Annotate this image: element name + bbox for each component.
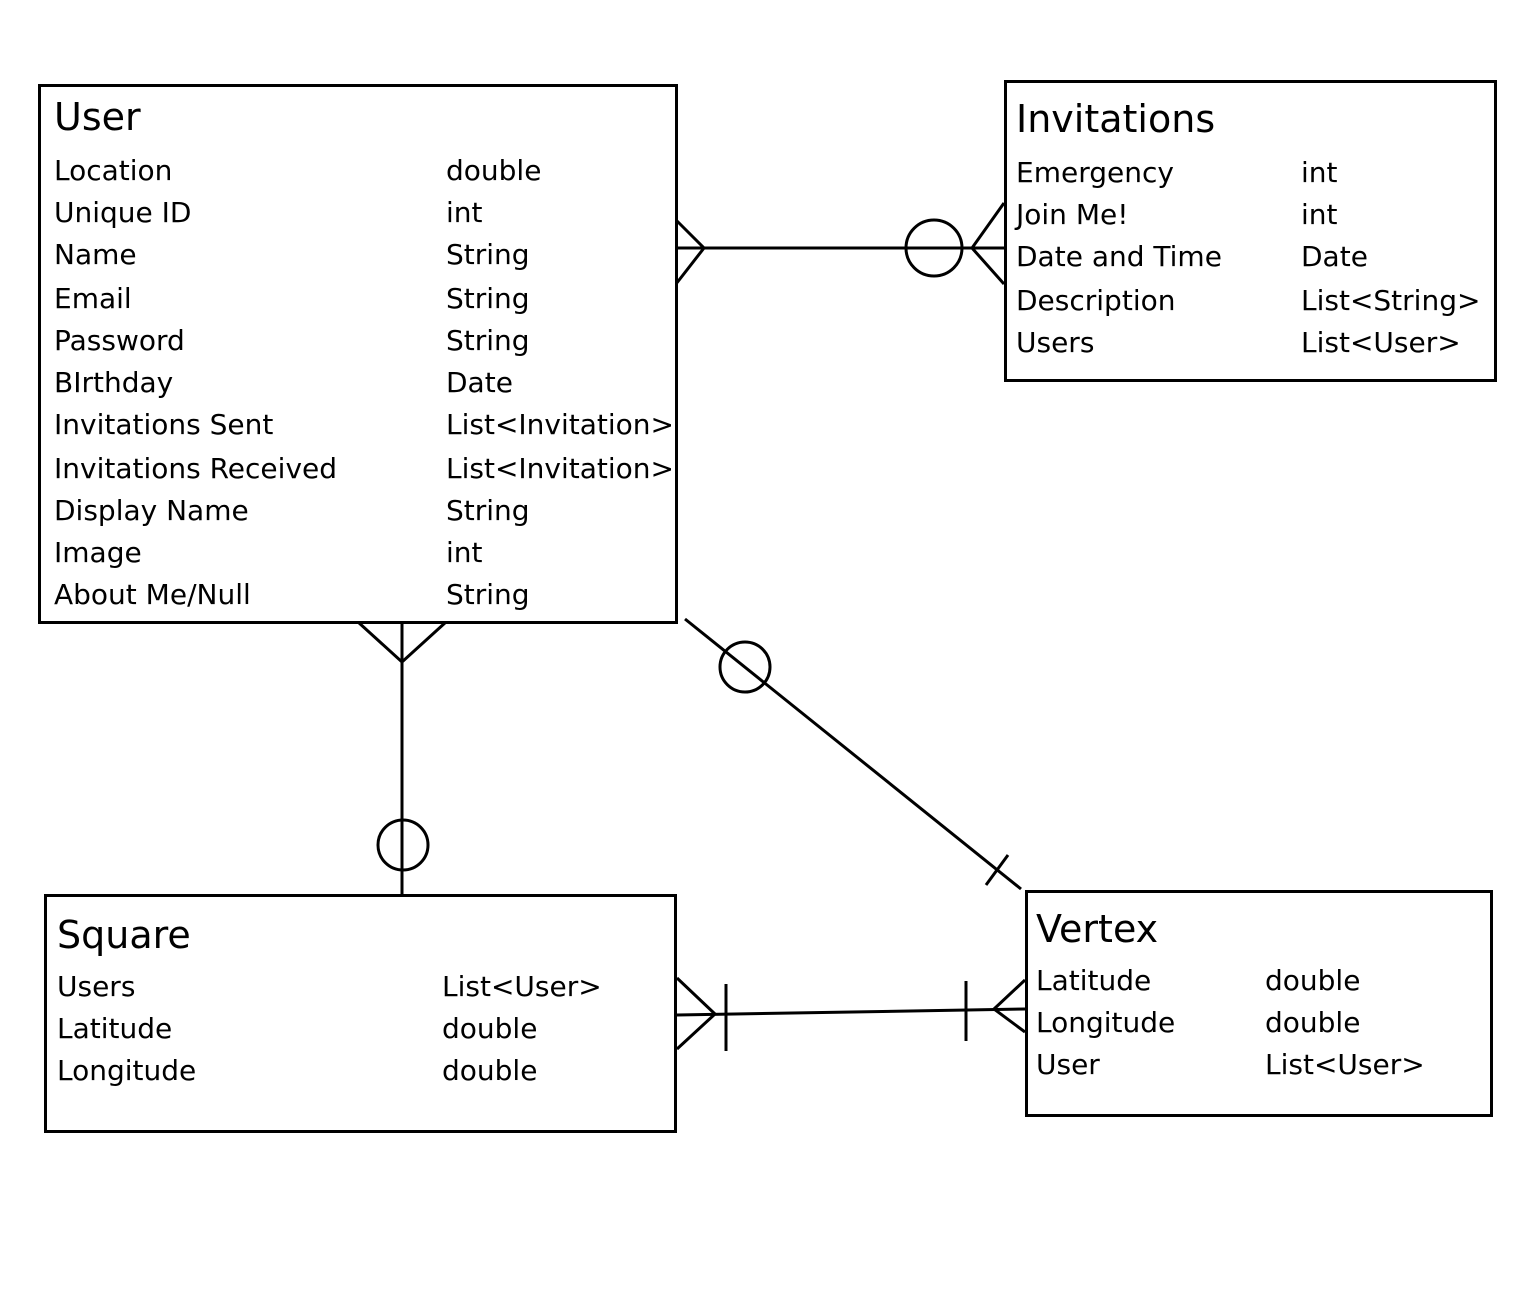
attribute-name: Longitude [1036,1006,1176,1039]
attribute-row: Longitude double [1028,1003,1490,1045]
attribute-row: Display Name String [41,491,675,533]
attribute-type: double [442,1054,538,1087]
attribute-name: Invitations Sent [54,408,274,441]
crows-foot-invitations-side [970,202,1006,285]
relationship-user-square [356,620,448,894]
optional-circle-square-side [376,818,430,872]
attribute-name: Image [54,536,142,569]
entity-title: Vertex [1036,907,1159,951]
attribute-name: Email [54,282,132,315]
attribute-name: About Me/Null [54,578,251,611]
relationship-user-invitations [674,202,1006,285]
attribute-name: Description [1016,284,1176,317]
attribute-type: double [1265,1006,1361,1039]
attribute-type: String [446,578,530,611]
attribute-row: Latitude double [1028,961,1490,1003]
attribute-row: Join Me! int [1007,195,1494,237]
attribute-type: List<String> [1301,284,1481,317]
attribute-row: Longitude double [47,1051,674,1093]
attribute-name: User [1036,1048,1100,1081]
attribute-row: Unique ID int [41,193,675,235]
attribute-type: double [442,1012,538,1045]
attribute-type: double [446,154,542,187]
attribute-row: Invitations Received List<Invitation> [41,449,675,491]
attribute-row: Users List<User> [47,967,674,1009]
attribute-name: BIrthday [54,366,174,399]
attribute-type: int [1301,156,1338,189]
attribute-row: About Me/Null String [41,575,675,617]
attribute-type: List<User> [1301,326,1461,359]
attribute-name: Join Me! [1016,198,1129,231]
attribute-name: Location [54,154,173,187]
attribute-name: Invitations Received [54,452,338,485]
attribute-row: Emergency int [1007,153,1494,195]
attribute-type: double [1265,964,1361,997]
crows-foot-vertex-side [991,978,1027,1034]
attribute-row: Latitude double [47,1009,674,1051]
attribute-row: User List<User> [1028,1045,1490,1087]
entity-user: User Location double Unique ID int Name … [38,84,678,624]
attribute-name: Emergency [1016,156,1174,189]
relationship-square-vertex [675,976,1027,1051]
attribute-name: Longitude [57,1054,197,1087]
entity-title: User [54,95,141,139]
attribute-type: String [446,282,530,315]
attribute-name: Unique ID [54,196,192,229]
optional-circle-invitations-side [904,218,964,278]
attribute-row: BIrthday Date [41,363,675,405]
attribute-row: Date and Time Date [1007,237,1494,279]
attribute-name: Latitude [57,1012,173,1045]
attribute-name: Date and Time [1016,240,1222,273]
attribute-name: Users [1016,326,1095,359]
attribute-type: String [446,494,530,527]
connector-line [676,1007,1026,1017]
attribute-name: Password [54,324,185,357]
attribute-row: Location double [41,151,675,193]
attribute-type: String [446,324,530,357]
attribute-row: Invitations Sent List<Invitation> [41,405,675,447]
attribute-row: Password String [41,321,675,363]
attribute-row: Email String [41,279,675,321]
entity-invitations: Invitations Emergency int Join Me! int D… [1004,80,1497,382]
entity-square: Square Users List<User> Latitude double … [44,894,677,1133]
relationship-user-vertex [684,617,1022,891]
attribute-row: Description List<String> [1007,281,1494,323]
attribute-row: Users List<User> [1007,323,1494,365]
attribute-type: int [446,196,483,229]
one-bar-vertex-side [984,854,1010,886]
attribute-name: Display Name [54,494,249,527]
attribute-type: String [446,238,530,271]
attribute-type: Date [1301,240,1368,273]
optional-circle-user-side [718,640,772,694]
crows-foot-square-side [675,976,718,1051]
attribute-type: int [1301,198,1338,231]
attribute-type: List<Invitation> [446,408,674,441]
attribute-name: Name [54,238,137,271]
attribute-type: List<Invitation> [446,452,674,485]
attribute-name: Users [57,970,136,1003]
attribute-row: Name String [41,235,675,277]
attribute-row: Image int [41,533,675,575]
entity-title: Invitations [1016,97,1216,141]
crows-foot-user-side [674,218,706,285]
entity-title: Square [57,913,191,957]
entity-vertex: Vertex Latitude double Longitude double … [1025,890,1493,1117]
attribute-type: Date [446,366,513,399]
attribute-type: int [446,536,483,569]
attribute-type: List<User> [1265,1048,1425,1081]
connector-line [684,617,1022,891]
attribute-type: List<User> [442,970,602,1003]
crows-foot-user-side [356,620,448,665]
attribute-name: Latitude [1036,964,1152,997]
